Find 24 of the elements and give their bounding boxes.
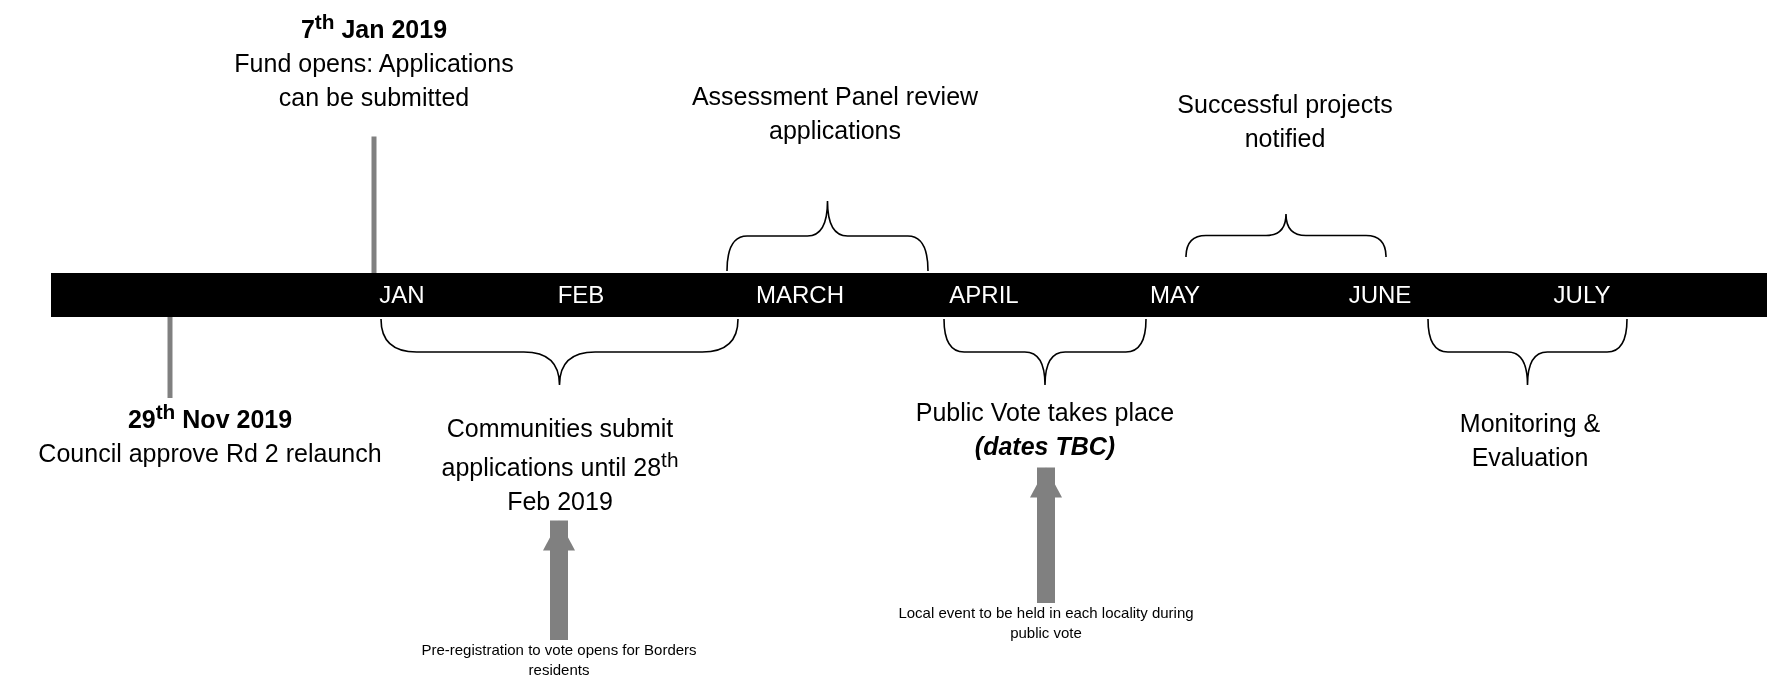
arrow bbox=[1030, 467, 1062, 603]
milestone-text: Council approve Rd 2 relaunch bbox=[37, 438, 383, 470]
month-label: JAN bbox=[379, 280, 425, 310]
stage-text: Assessment Panel review applications bbox=[690, 80, 980, 148]
marker-line bbox=[371, 136, 377, 273]
date-heading: 7$^{th}$ Jan 2019 bbox=[299, 9, 449, 46]
note-text: Local event to be held in each locality during public vote bbox=[896, 603, 1196, 644]
month-label: JUNE bbox=[1348, 280, 1412, 310]
stage-text: Communities submit applications until 28$^{th}$ Feb 2019 bbox=[430, 412, 690, 521]
month-label: JULY bbox=[1553, 280, 1611, 310]
milestone-text: Fund opens: Applications can be submitted bbox=[233, 48, 515, 113]
marker-line bbox=[167, 317, 173, 398]
arrow bbox=[543, 520, 575, 640]
stage-text: Successful projects notified bbox=[1170, 88, 1400, 156]
stage-text: Monitoring & Evaluation bbox=[1400, 407, 1660, 475]
month-label: MAY bbox=[1149, 280, 1201, 310]
stage-text: Public Vote takes place bbox=[914, 397, 1176, 428]
date-heading: 29$^{th}$ Nov 2019 bbox=[126, 399, 294, 436]
month-label: APRIL bbox=[949, 280, 1019, 310]
note-text: Pre-registration to vote opens for Borders residents bbox=[419, 640, 699, 681]
note-text: (dates TBC) bbox=[973, 430, 1117, 462]
month-label: MARCH bbox=[756, 280, 844, 310]
month-label: FEB bbox=[557, 280, 605, 310]
timeline-bar bbox=[51, 273, 1767, 317]
